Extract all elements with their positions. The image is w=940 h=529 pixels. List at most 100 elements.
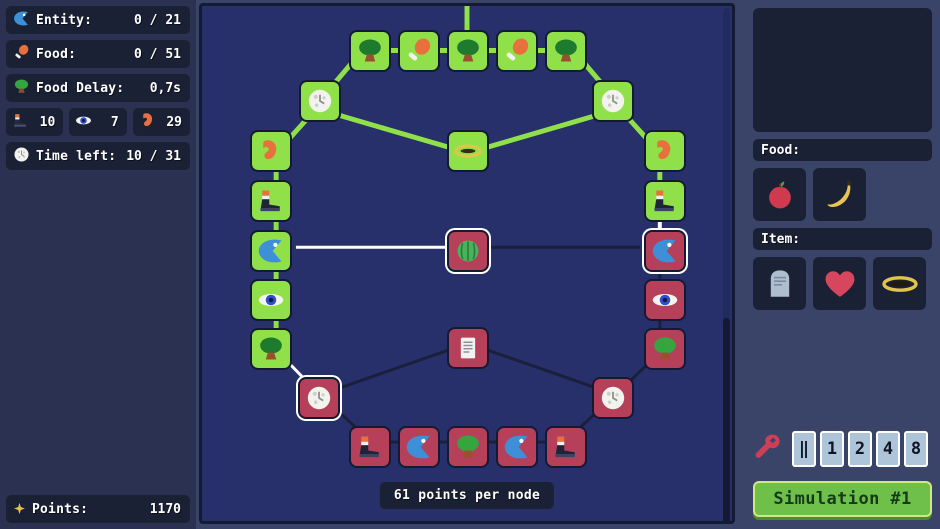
points-label: Points: <box>32 501 89 517</box>
tree-icon <box>13 78 30 99</box>
entity-preview-box[interactable] <box>753 8 932 132</box>
node-clock-right[interactable] <box>594 82 632 120</box>
ring-icon <box>454 144 482 158</box>
node-clock-bottom-left[interactable] <box>300 379 338 417</box>
node-entity-right[interactable] <box>646 232 684 270</box>
boot-icon <box>654 190 674 212</box>
stat-food: Food: 0 / 51 <box>6 40 190 68</box>
mini-stat-stomach-value: 29 <box>166 114 182 130</box>
node-organ-right[interactable] <box>646 132 684 170</box>
node-clock-bottom-right[interactable] <box>594 379 632 417</box>
node-tree-top-1[interactable] <box>351 32 389 70</box>
stat-time-left-value: 10 / 31 <box>126 148 181 164</box>
skill-tree-panel[interactable]: 61 points per node <box>196 0 745 529</box>
stat-time-left-label: Time left: <box>36 148 117 164</box>
mini-stat-vision-value: 7 <box>110 114 119 130</box>
speed-button-group: ‖ 1 2 4 8 <box>792 431 928 467</box>
organ-icon <box>657 140 671 160</box>
entity-icon <box>406 435 430 459</box>
brain-icon <box>457 240 479 262</box>
stat-entity-label: Entity: <box>36 12 93 28</box>
food-section-header: Food: <box>753 139 932 161</box>
doc-icon <box>460 337 476 359</box>
clock-icon <box>307 386 331 410</box>
mini-stat-vision: 7 <box>69 108 127 136</box>
organ-icon <box>263 140 277 160</box>
stat-food-value: 0 / 51 <box>134 46 181 62</box>
mini-stat-speed: 10 <box>6 108 64 136</box>
left-stats-panel: Entity: 0 / 21 Food: 0 / 51 Food Delay: … <box>0 0 196 529</box>
node-boot-bottom-5[interactable] <box>547 428 585 466</box>
tombstone-icon <box>770 269 789 297</box>
node-tree-right[interactable] <box>646 330 684 368</box>
meat-icon <box>408 38 431 61</box>
apple-icon <box>768 180 791 208</box>
food-slot-apple[interactable] <box>753 168 806 221</box>
meat-icon <box>13 44 30 65</box>
entity-icon <box>258 239 282 263</box>
node-meat-top-4[interactable] <box>498 32 536 70</box>
node-eye-right[interactable] <box>646 281 684 319</box>
boot-icon <box>12 112 29 133</box>
food-slot-grid <box>753 168 932 221</box>
clock-icon <box>308 89 332 113</box>
ring-icon <box>881 275 918 292</box>
graph-scrollbar-thumb[interactable] <box>723 318 730 521</box>
speed-button-1x[interactable]: 1 <box>820 431 844 467</box>
right-inventory-panel: Food: Item: ‖ <box>745 0 940 529</box>
node-tree-top-5[interactable] <box>547 32 585 70</box>
node-clock-left[interactable] <box>301 82 339 120</box>
stat-food-delay-value: 0,7s <box>149 80 181 96</box>
stat-food-delay-label: Food Delay: <box>36 80 125 96</box>
item-slot-ring[interactable] <box>873 257 926 310</box>
points-value: 1170 <box>149 501 181 517</box>
boot-icon <box>555 436 575 458</box>
node-document-center[interactable] <box>449 329 487 367</box>
speed-button-8x[interactable]: 8 <box>904 431 928 467</box>
node-eye-left[interactable] <box>252 281 290 319</box>
food-slot-banana[interactable] <box>813 168 866 221</box>
node-meat-top-2[interactable] <box>400 32 438 70</box>
item-slot-tombstone[interactable] <box>753 257 806 310</box>
node-entity-bottom-2[interactable] <box>400 428 438 466</box>
item-slot-heart[interactable] <box>813 257 866 310</box>
node-boot-left[interactable] <box>252 182 290 220</box>
node-organ-left[interactable] <box>252 132 290 170</box>
node-ring-center[interactable] <box>449 132 487 170</box>
node-tree-bottom-3[interactable] <box>449 428 487 466</box>
simulation-button[interactable]: Simulation #1 <box>753 481 932 517</box>
speed-button-4x[interactable]: 4 <box>876 431 900 467</box>
node-entity-bottom-4[interactable] <box>498 428 536 466</box>
banana-icon <box>826 180 851 207</box>
node-entity-left[interactable] <box>252 232 290 270</box>
clock-icon <box>601 89 625 113</box>
entity-icon <box>13 10 30 31</box>
stat-food-delay: Food Delay: 0,7s <box>6 74 190 102</box>
mini-stat-speed-value: 10 <box>39 114 56 130</box>
stat-entity-value: 0 / 21 <box>134 12 181 28</box>
tree-icon <box>359 39 381 62</box>
node-boot-right[interactable] <box>646 182 684 220</box>
node-boot-bottom-1[interactable] <box>351 428 389 466</box>
eye-icon <box>652 294 678 306</box>
eye-icon <box>258 294 284 306</box>
simulation-speed-controls: ‖ 1 2 4 8 <box>753 429 932 469</box>
wrench-icon <box>753 432 783 466</box>
tree-icon <box>654 337 676 360</box>
node-tree-left[interactable] <box>252 330 290 368</box>
graph-scrollbar[interactable] <box>723 8 730 521</box>
clock-icon <box>13 146 30 167</box>
speed-button-2x[interactable]: 2 <box>848 431 872 467</box>
stat-food-label: Food: <box>36 46 77 62</box>
eye-icon <box>75 112 92 133</box>
boot-icon <box>260 190 280 212</box>
node-tree-top-3[interactable] <box>449 32 487 70</box>
organ-icon <box>139 112 158 133</box>
skill-tree-canvas[interactable]: 61 points per node <box>199 3 735 524</box>
points-display: Points: 1170 <box>6 495 190 523</box>
entity-icon <box>504 435 528 459</box>
node-brain-center[interactable] <box>449 232 487 270</box>
speed-button-pause[interactable]: ‖ <box>792 431 816 467</box>
stat-time-left: Time left: 10 / 31 <box>6 142 190 170</box>
